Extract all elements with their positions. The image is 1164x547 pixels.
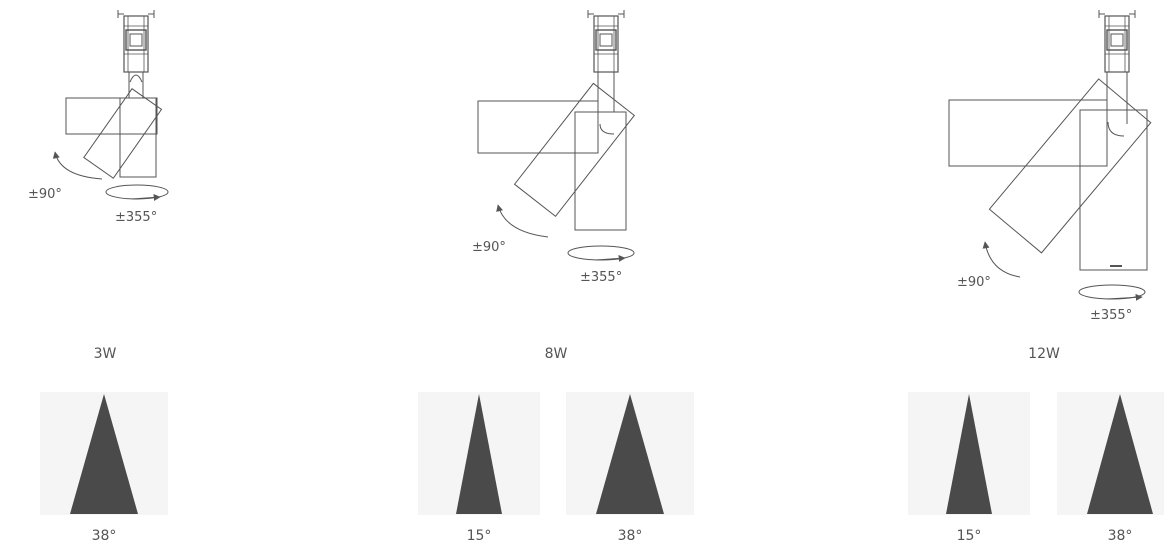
head-tilted xyxy=(513,82,636,217)
head-horizontal xyxy=(948,99,1108,167)
beam-cone xyxy=(946,394,992,514)
head-horizontal xyxy=(477,100,599,154)
head-vertical xyxy=(119,97,157,178)
head-vertical xyxy=(1079,109,1148,271)
beam-cone xyxy=(596,394,664,514)
tilt-label-8w: ±90° xyxy=(472,240,506,255)
tilt-label-12w: ±90° xyxy=(957,275,991,290)
beam-cone xyxy=(1087,394,1153,514)
tilt-arrow xyxy=(982,241,1021,278)
head-horizontal xyxy=(65,97,158,135)
beam-tile-8w-15 xyxy=(418,392,540,515)
beam-tile-8w-38 xyxy=(566,392,694,515)
fixture-8w-drawing xyxy=(477,9,636,262)
head-tilted xyxy=(83,88,163,179)
beam-angle-label: 15° xyxy=(466,528,492,544)
beam-cone xyxy=(456,394,502,514)
power-label-3w: 3W xyxy=(93,346,117,362)
fixture-3w-drawing xyxy=(52,9,169,201)
beam-angle-label: 38° xyxy=(91,528,117,544)
tilt-arrow xyxy=(496,204,549,238)
fixture-12w-drawing xyxy=(948,9,1152,301)
rotation-label-3w: ±355° xyxy=(115,210,158,225)
power-label-8w: 8W xyxy=(544,346,568,362)
beam-cone xyxy=(70,394,138,514)
rotation-label-12w: ±355° xyxy=(1090,308,1133,323)
beam-tile-12w-38 xyxy=(1057,392,1164,515)
tilt-arrow xyxy=(52,151,103,180)
head-tilted xyxy=(988,78,1152,254)
beam-angle-label: 15° xyxy=(956,528,982,544)
head-vertical xyxy=(574,111,627,231)
beam-tile-3w-38 xyxy=(40,392,168,515)
tilt-label-3w: ±90° xyxy=(28,187,62,202)
beam-angle-label: 38° xyxy=(1107,528,1133,544)
beam-angle-label: 38° xyxy=(617,528,643,544)
power-label-12w: 12W xyxy=(1028,346,1060,362)
beam-tile-12w-15 xyxy=(908,392,1030,515)
rotation-label-8w: ±355° xyxy=(580,270,623,285)
